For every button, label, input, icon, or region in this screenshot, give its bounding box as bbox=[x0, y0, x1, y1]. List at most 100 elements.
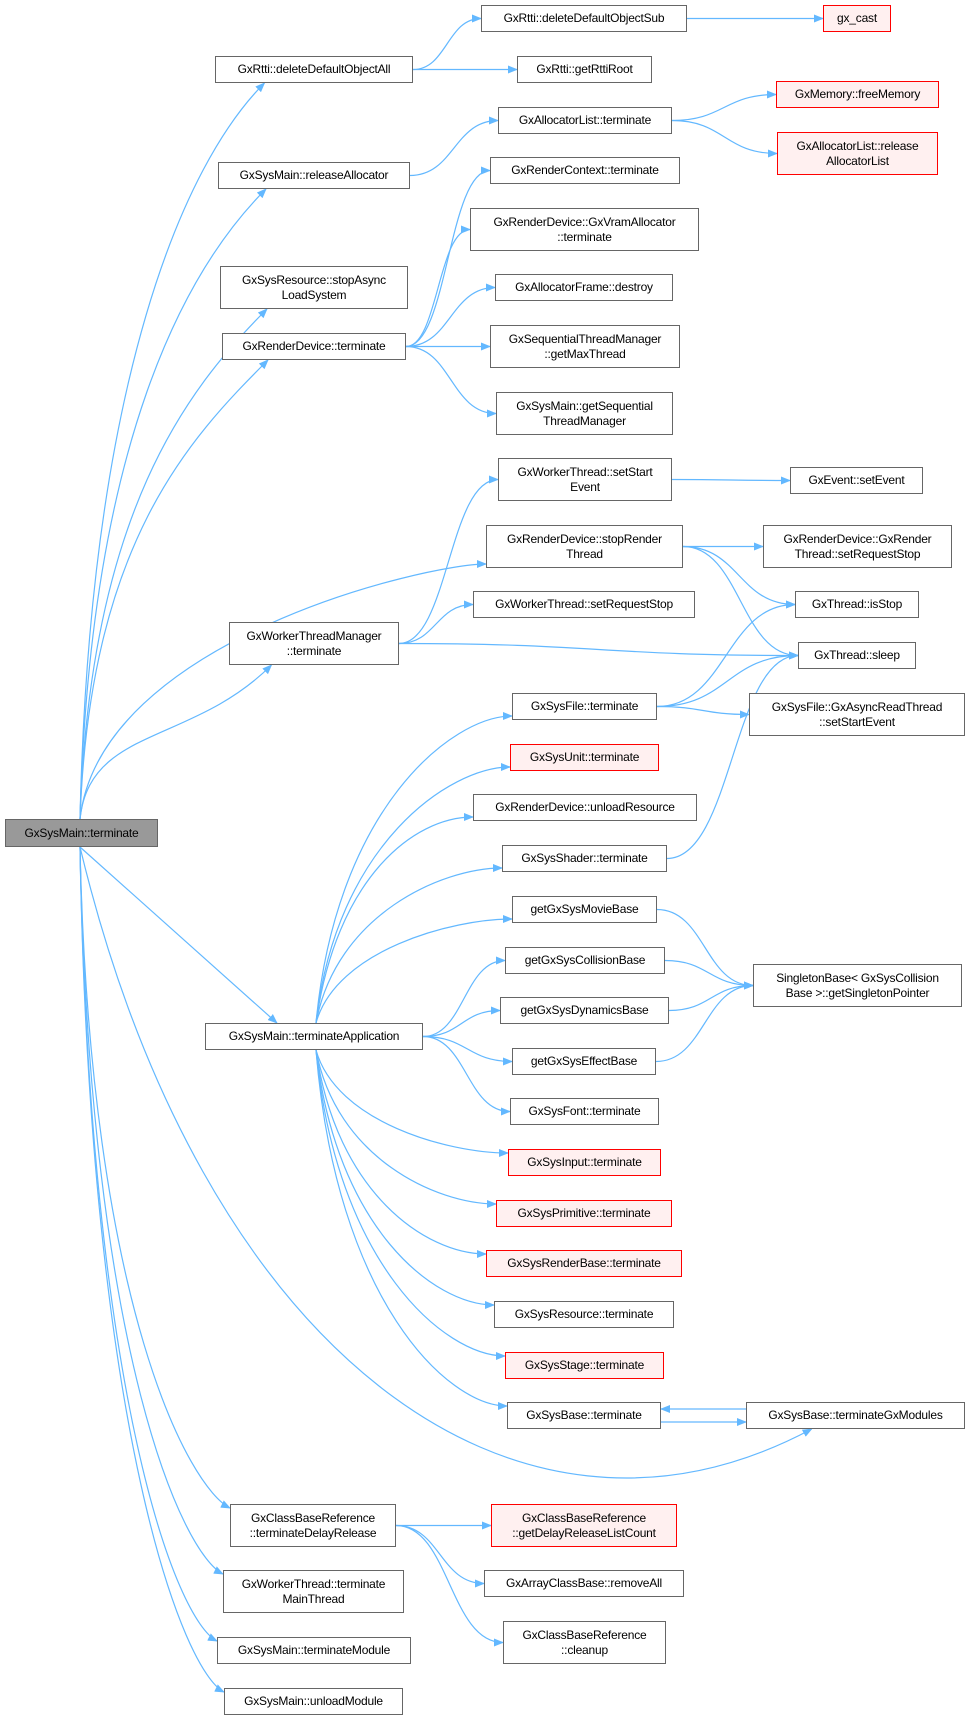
node-render-context[interactable]: GxRenderContext::terminate bbox=[490, 157, 680, 184]
node-set-event[interactable]: GxEvent::setEvent bbox=[790, 467, 923, 494]
edge-root-to-delete-all bbox=[79, 82, 266, 820]
node-label-line: Event bbox=[570, 479, 600, 494]
node-sys-shader[interactable]: GxSysShader::terminate bbox=[502, 845, 667, 872]
node-gx-cast[interactable]: gx_cast bbox=[823, 5, 891, 32]
node-label-line: ::terminateDelayRelease bbox=[249, 1525, 377, 1540]
node-async-read[interactable]: GxSysFile::GxAsyncReadThread::setStartEv… bbox=[749, 693, 965, 736]
node-label-line: GxRenderDevice::GxVramAllocator bbox=[493, 214, 676, 229]
edge-release-allocator-to-alloc-list bbox=[409, 116, 499, 177]
edge-root-to-term-app bbox=[79, 846, 278, 1024]
node-label-line: GxWorkerThread::setRequestStop bbox=[495, 597, 673, 611]
node-label-line: GxSysFile::terminate bbox=[530, 699, 639, 713]
node-render-base[interactable]: GxSysRenderBase::terminate bbox=[486, 1250, 682, 1277]
node-sleep[interactable]: GxThread::sleep bbox=[798, 642, 916, 669]
node-label-line: getGxSysDynamicsBase bbox=[520, 1003, 649, 1017]
node-primitive[interactable]: GxSysPrimitive::terminate bbox=[496, 1200, 672, 1227]
edge-root-to-stop-render-thread bbox=[79, 560, 487, 820]
edge-term-app-to-sys-unit bbox=[315, 763, 511, 1024]
edge-stop-render-thread-to-sleep bbox=[682, 545, 799, 660]
node-wtm[interactable]: GxWorkerThreadManager::terminate bbox=[229, 622, 399, 665]
node-free-memory[interactable]: GxMemory::freeMemory bbox=[776, 81, 939, 108]
node-label-line: GxRenderDevice::unloadResource bbox=[495, 800, 675, 814]
node-label-line: GxRenderDevice::terminate bbox=[242, 339, 386, 353]
node-sys-base[interactable]: GxSysBase::terminate bbox=[507, 1402, 661, 1429]
node-label-line: GxSysBase::terminate bbox=[526, 1408, 642, 1422]
node-term-app[interactable]: GxSysMain::terminateApplication bbox=[205, 1023, 423, 1050]
edge-rd-terminate-to-vram bbox=[405, 225, 471, 348]
node-label-line: GxWorkerThread::setStart bbox=[517, 464, 653, 479]
node-collision[interactable]: getGxSysCollisionBase bbox=[505, 947, 665, 974]
node-resource[interactable]: GxSysResource::terminate bbox=[494, 1301, 674, 1328]
node-release-allocator[interactable]: GxSysMain::releaseAllocator bbox=[218, 162, 410, 189]
node-remove-all[interactable]: GxArrayClassBase::removeAll bbox=[484, 1570, 684, 1597]
node-root[interactable]: GxSysMain::terminate bbox=[5, 819, 158, 847]
node-label-line: GxSequentialThreadManager bbox=[508, 331, 662, 346]
node-delete-all[interactable]: GxRtti::deleteDefaultObjectAll bbox=[215, 56, 413, 83]
node-label-line: GxRtti::getRttiRoot bbox=[536, 62, 633, 76]
node-label-line: GxSysBase::terminateGxModules bbox=[768, 1408, 943, 1422]
node-max-thread[interactable]: GxSequentialThreadManager::getMaxThread bbox=[490, 325, 680, 368]
node-delete-sub[interactable]: GxRtti::deleteDefaultObjectSub bbox=[481, 5, 687, 32]
node-unload-resource[interactable]: GxRenderDevice::unloadResource bbox=[473, 794, 697, 821]
node-label-line: GxRenderDevice::stopRender bbox=[507, 531, 662, 546]
node-label-line: GxSysMain::terminateApplication bbox=[228, 1029, 400, 1043]
node-label-line: GxSysUnit::terminate bbox=[529, 750, 640, 764]
edge-root-to-wtm bbox=[79, 664, 273, 820]
node-label-line: ThreadManager bbox=[543, 413, 626, 428]
edge-movie-to-singleton bbox=[656, 908, 754, 990]
node-sys-unit[interactable]: GxSysUnit::terminate bbox=[510, 744, 659, 771]
node-stage[interactable]: GxSysStage::terminate bbox=[505, 1352, 664, 1379]
node-wt-set-request-stop[interactable]: GxWorkerThread::setRequestStop bbox=[473, 591, 695, 618]
node-delay-count[interactable]: GxClassBaseReference::getDelayReleaseLis… bbox=[491, 1504, 677, 1547]
edge-root-to-gx-modules bbox=[79, 846, 813, 1479]
node-frame-destroy[interactable]: GxAllocatorFrame::destroy bbox=[495, 274, 673, 301]
node-sys-file[interactable]: GxSysFile::terminate bbox=[512, 693, 657, 720]
edge-term-app-to-primitive bbox=[315, 1049, 497, 1208]
node-movie[interactable]: getGxSysMovieBase bbox=[512, 896, 657, 923]
node-label-line: GxRenderContext::terminate bbox=[511, 163, 659, 177]
node-label-line: GxSysShader::terminate bbox=[521, 851, 648, 865]
node-label-line: GxSysPrimitive::terminate bbox=[517, 1206, 651, 1220]
edge-dynamics-to-singleton bbox=[668, 981, 754, 1012]
node-dynamics[interactable]: getGxSysDynamicsBase bbox=[500, 997, 669, 1024]
node-vram[interactable]: GxRenderDevice::GxVramAllocator::termina… bbox=[470, 208, 699, 251]
node-label-line: ::getDelayReleaseListCount bbox=[512, 1525, 656, 1540]
node-label-line: GxAllocatorList::terminate bbox=[518, 113, 652, 127]
edge-rd-terminate-to-frame-destroy bbox=[405, 283, 496, 348]
node-delay-release[interactable]: GxClassBaseReference::terminateDelayRele… bbox=[230, 1504, 396, 1547]
node-rtti-root[interactable]: GxRtti::getRttiRoot bbox=[517, 56, 652, 83]
node-label-line: GxSysStage::terminate bbox=[524, 1358, 645, 1372]
edge-effect-to-singleton bbox=[655, 981, 754, 1063]
node-effect[interactable]: getGxSysEffectBase bbox=[512, 1048, 656, 1075]
node-label-line: GxSysMain::releaseAllocator bbox=[239, 168, 389, 182]
edge-root-to-delay-release bbox=[79, 846, 231, 1509]
node-cleanup[interactable]: GxClassBaseReference::cleanup bbox=[503, 1621, 666, 1664]
node-label-line: ::cleanup bbox=[561, 1642, 608, 1657]
node-rd-terminate[interactable]: GxRenderDevice::terminate bbox=[222, 333, 406, 360]
node-is-stop[interactable]: GxThread::isStop bbox=[795, 591, 919, 618]
edge-term-app-to-movie bbox=[315, 915, 513, 1024]
node-unload-module[interactable]: GxSysMain::unloadModule bbox=[224, 1688, 403, 1715]
node-alloc-list[interactable]: GxAllocatorList::terminate bbox=[498, 107, 672, 134]
edge-alloc-list-to-release-alloc-list bbox=[671, 119, 778, 158]
node-label-line: GxRtti::deleteDefaultObjectSub bbox=[503, 11, 665, 25]
edge-sys-file-to-async-read bbox=[656, 705, 750, 719]
edge-wtm-to-sleep bbox=[398, 642, 799, 660]
node-label-line: GxAllocatorFrame::destroy bbox=[515, 280, 653, 294]
node-input[interactable]: GxSysInput::terminate bbox=[508, 1149, 661, 1176]
node-label-line: getGxSysCollisionBase bbox=[524, 953, 646, 967]
node-term-module[interactable]: GxSysMain::terminateModule bbox=[217, 1637, 411, 1664]
node-label-line: getGxSysEffectBase bbox=[530, 1054, 638, 1068]
node-gx-modules[interactable]: GxSysBase::terminateGxModules bbox=[746, 1402, 965, 1429]
node-font[interactable]: GxSysFont::terminate bbox=[510, 1098, 659, 1125]
node-label-line: GxSysInput::terminate bbox=[527, 1155, 642, 1169]
edge-term-app-to-unload-resource bbox=[315, 813, 474, 1024]
